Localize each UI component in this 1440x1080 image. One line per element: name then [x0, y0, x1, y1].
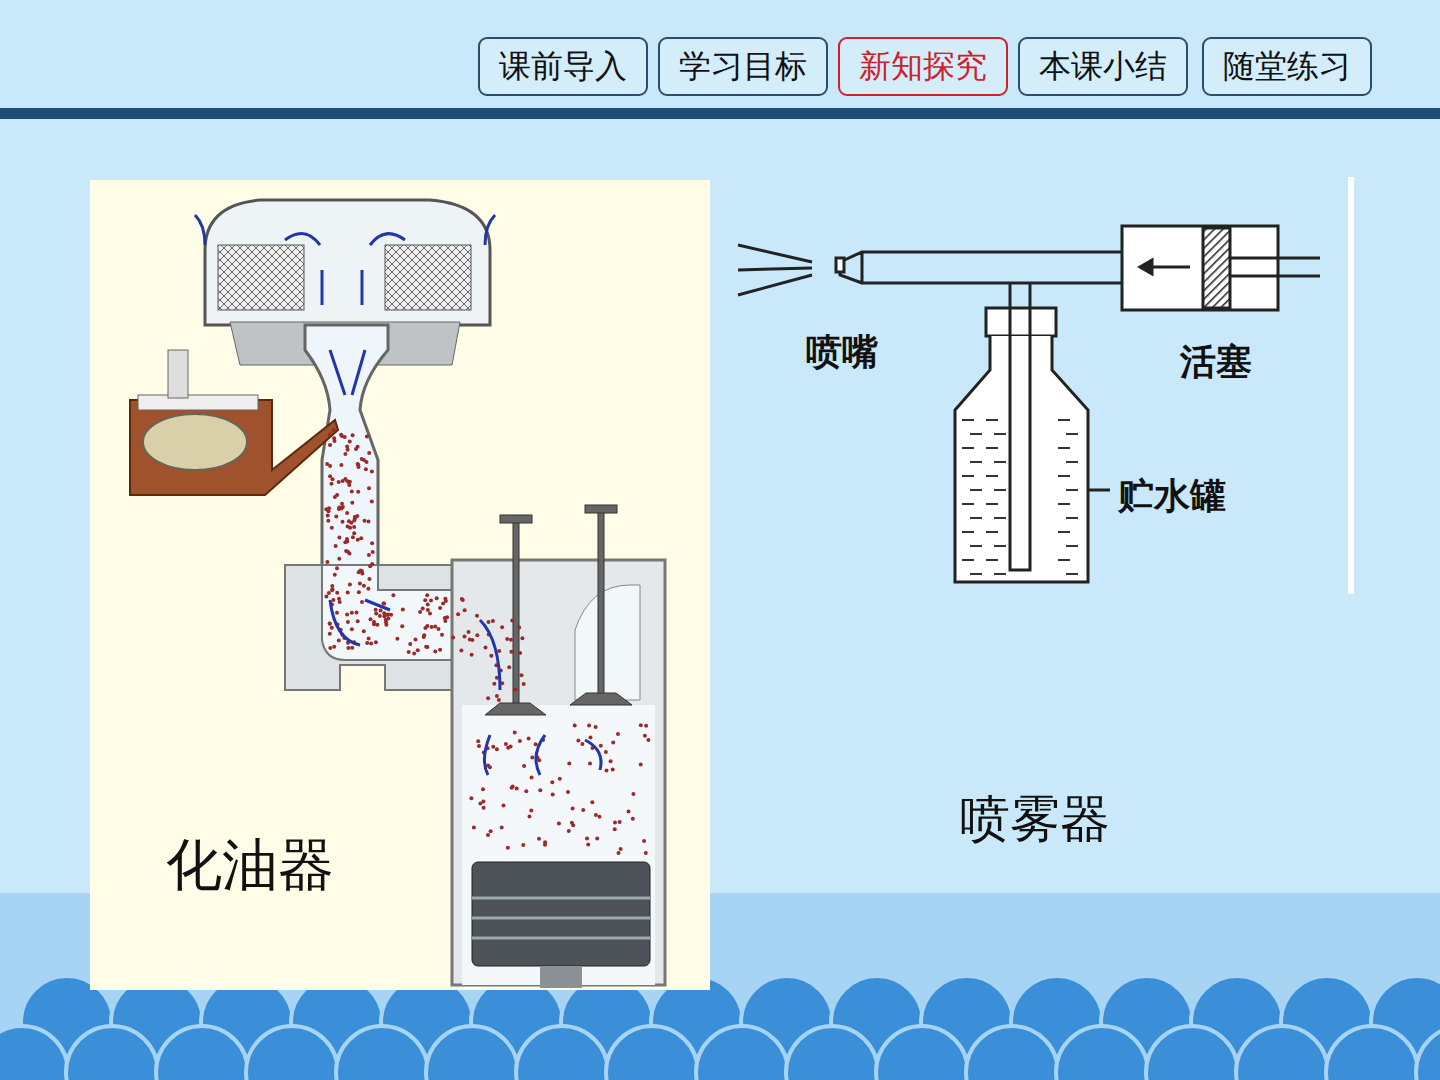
nav-button: 本课小结 [1018, 37, 1188, 96]
nav-button: 学习目标 [658, 37, 828, 96]
part-label: 喷雾器 [960, 786, 1110, 853]
part-label: 活塞 [1180, 338, 1252, 387]
nav-label: 随堂练习 [1223, 45, 1351, 89]
nav-button: 新知探究 [838, 37, 1008, 96]
part-label: 贮水罐 [1118, 472, 1226, 521]
nav-label: 新知探究 [859, 45, 987, 89]
nav-button: 随堂练习 [1202, 37, 1372, 96]
nav-label: 学习目标 [679, 45, 807, 89]
illustration-panel: 化油器 [90, 180, 710, 990]
panel-title: 化油器 [166, 828, 334, 904]
nav-label: 课前导入 [499, 45, 627, 89]
part-label: 喷嘴 [806, 328, 878, 377]
nav-label: 本课小结 [1039, 45, 1167, 89]
nav-button: 课前导入 [478, 37, 648, 96]
